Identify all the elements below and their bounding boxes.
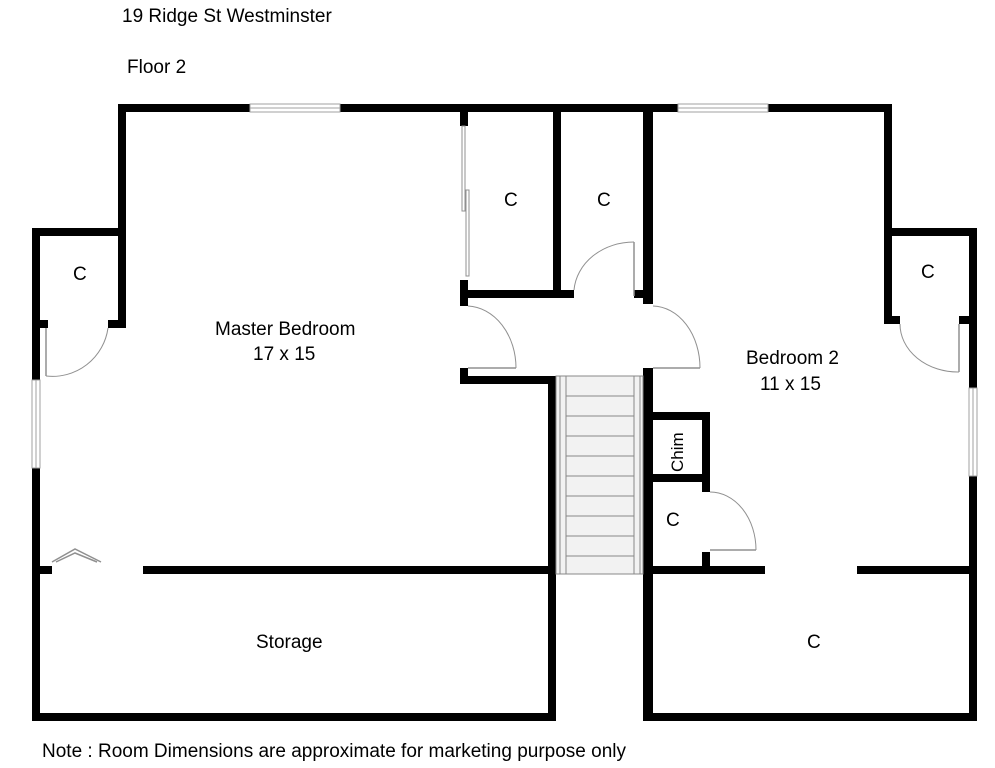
door-closet2-swing — [573, 241, 635, 291]
wall-bedroom2-left — [643, 368, 653, 721]
wall-closet1-bottom — [460, 290, 574, 298]
floor-label: Floor 2 — [127, 57, 187, 78]
room-labels: Master Bedroom 17 x 15 Bedroom 2 11 x 15… — [73, 190, 935, 653]
closet-label-large: C — [807, 632, 821, 653]
bedroom2-name: Bedroom 2 — [746, 348, 839, 369]
walls — [32, 104, 977, 721]
wall-chimney-right — [702, 412, 710, 492]
wall-bottom-left — [32, 713, 556, 721]
wall-bottom-right — [643, 713, 977, 721]
wall-small-closet-bottom — [643, 566, 765, 574]
wall-small-closet-stub — [702, 552, 710, 574]
master-bedroom-name: Master Bedroom — [215, 319, 355, 340]
door-small-closet-swing — [709, 491, 757, 551]
wall-storage-top-left — [32, 566, 52, 574]
bedroom2-dimensions: 11 x 15 — [760, 374, 821, 395]
windows — [31, 103, 978, 477]
wall-right-closet-top — [884, 228, 977, 236]
wall-closet1-right — [553, 104, 561, 298]
wall-chimney-top — [643, 412, 710, 420]
wall-right-exterior-upper — [969, 228, 977, 388]
door-storage-bifold-inner — [55, 552, 98, 563]
closet-label-right: C — [921, 262, 935, 283]
wall-bedroom2-right — [884, 104, 892, 324]
wall-left-closet-top — [32, 228, 126, 236]
closet-label-left: C — [73, 264, 87, 285]
wall-closet-left-stub — [108, 320, 126, 328]
sliding-door-closet-2 — [465, 189, 470, 277]
wall-top — [118, 104, 892, 112]
storage-name: Storage — [256, 632, 323, 653]
wall-left-exterior-lower — [32, 468, 40, 720]
closet-label-small: C — [666, 510, 680, 531]
door-storage-bifold — [51, 548, 102, 563]
stair-body — [555, 375, 644, 575]
wall-closet2-bottom — [634, 290, 653, 298]
footer-note: Note : Room Dimensions are approximate f… — [42, 741, 626, 762]
wall-stair-left — [548, 376, 556, 721]
sliding-door-closet — [461, 125, 466, 212]
wall-closet2-right — [643, 104, 653, 304]
wall-large-closet-top — [857, 566, 977, 574]
wall-right-closet-stub-left — [884, 316, 900, 324]
closet-label-1: C — [504, 190, 518, 211]
doors — [45, 125, 960, 563]
wall-right-exterior-lower — [969, 476, 977, 721]
chimney-label: Chim — [668, 432, 687, 472]
wall-closet1-left — [460, 104, 468, 126]
wall-storage-top — [143, 566, 556, 574]
door-right-closet-swing — [899, 323, 960, 373]
wall-chimney-bottom — [643, 474, 710, 482]
wall-left-exterior-upper — [32, 228, 40, 380]
staircase — [555, 375, 644, 575]
wall-hall-stub-left-lower — [460, 368, 468, 384]
wall-master-left — [118, 104, 126, 328]
master-bedroom-dimensions: 17 x 15 — [253, 344, 315, 365]
door-bedroom2-swing — [652, 305, 701, 369]
address-title: 19 Ridge St Westminster — [122, 6, 332, 27]
closet-label-2: C — [597, 190, 611, 211]
wall-left-closet-stub — [32, 320, 48, 328]
wall-right-closet-stub-right — [959, 316, 977, 324]
door-left-closet-swing — [45, 327, 109, 377]
door-master-swing — [467, 305, 517, 369]
wall-hall-bottom-left — [460, 376, 556, 384]
